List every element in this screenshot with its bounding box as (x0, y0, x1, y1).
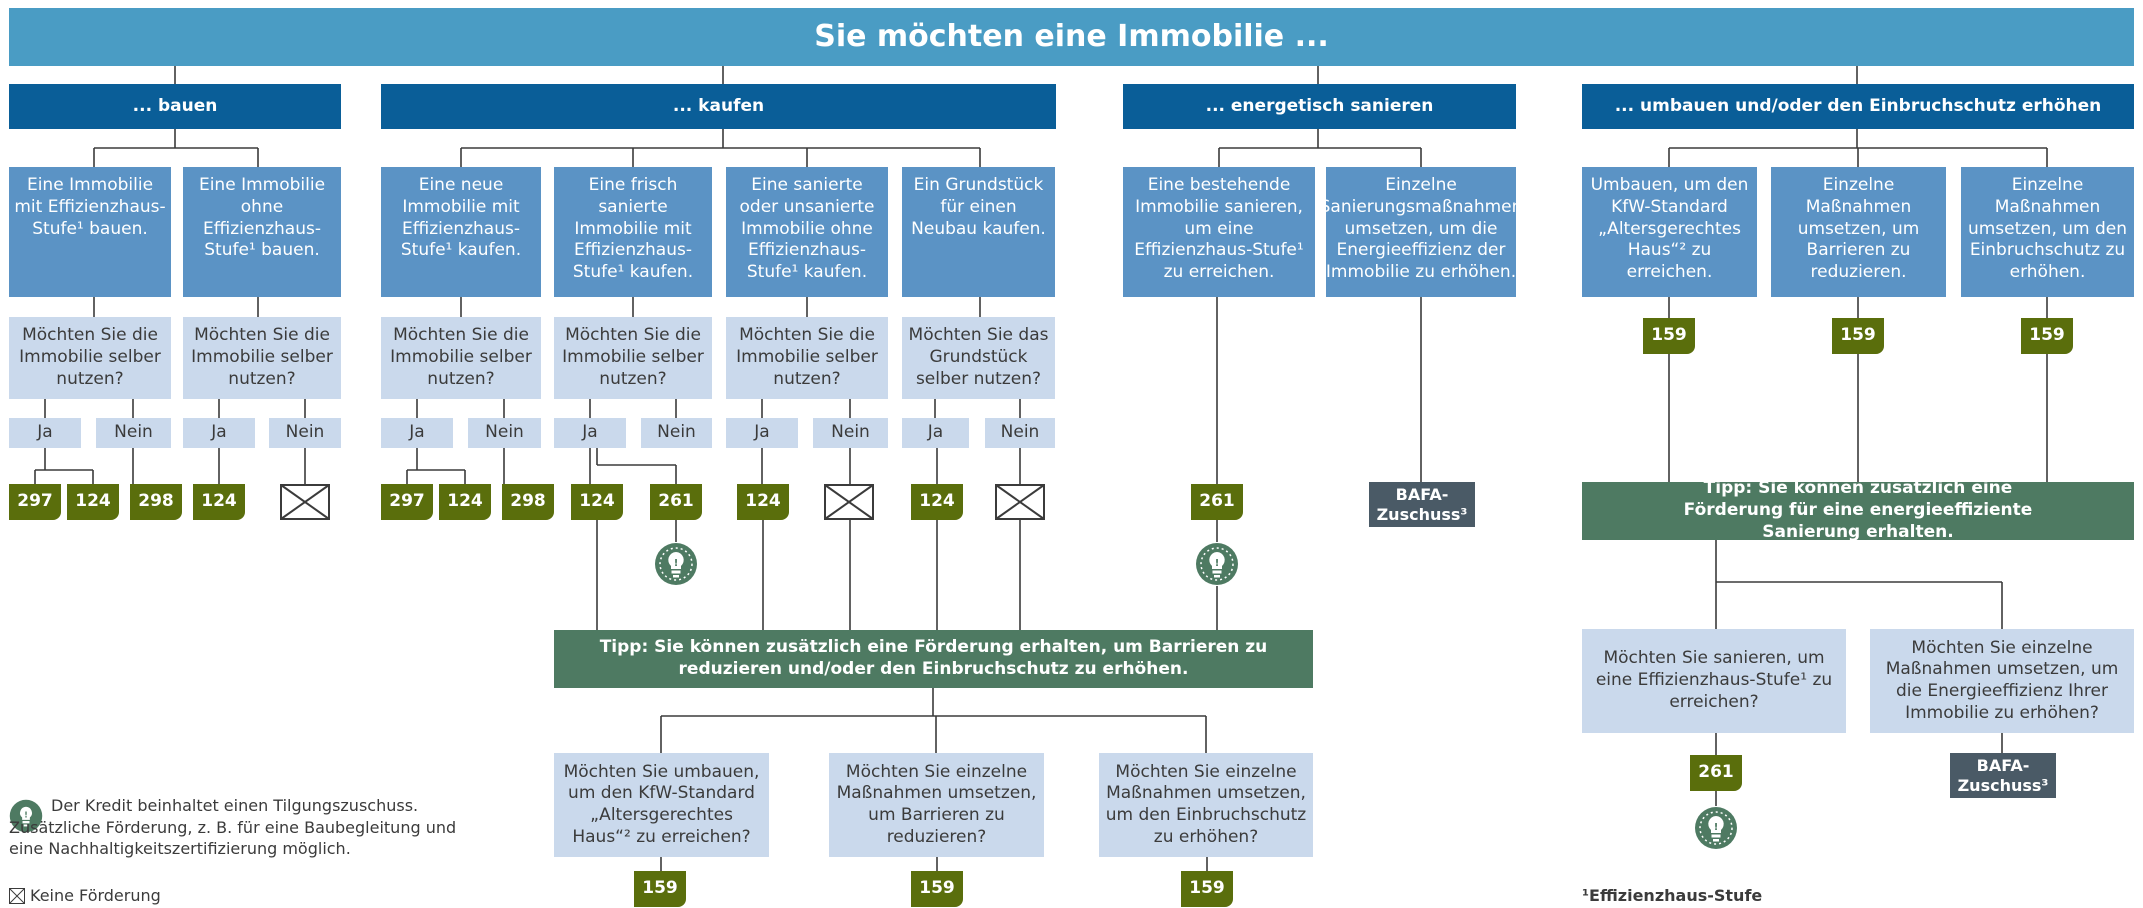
answer-ja-6: Ja (902, 418, 969, 448)
question-selber-nutzen-2: Möchten Sie die Immobilie selber nutzen? (183, 317, 341, 399)
category-umbauen: ... umbauen und/oder den Einbruchschutz … (1582, 84, 2134, 129)
option-kaufen-frisch-saniert: Eine frisch sanierte Immobilie mit Effiz… (554, 167, 712, 297)
program-badge-298: 298 (130, 484, 182, 520)
svg-text:!: ! (1215, 558, 1220, 569)
program-badge-297: 297 (381, 484, 433, 520)
no-funding-icon (280, 484, 330, 520)
answer-ja-5: Ja (726, 418, 798, 448)
tip-energieeffiziente-sanierung: Tipp: Sie können zusätzlich eine Förderu… (1582, 478, 2134, 542)
program-badge-261: 261 (1690, 755, 1742, 791)
svg-text:!: ! (674, 558, 679, 569)
answer-nein-3: Nein (468, 418, 541, 448)
svg-text:!: ! (1714, 822, 1719, 833)
program-badge-298: 298 (502, 484, 554, 520)
option-umbauen-altersgerecht: Umbauen, um den KfW-Standard „Altersgere… (1582, 167, 1757, 297)
program-badge-159: 159 (1832, 318, 1884, 354)
legend-keine-foerderung: Keine Förderung (30, 886, 161, 905)
answer-ja-1: Ja (9, 418, 81, 448)
program-badge-261: 261 (650, 484, 702, 520)
lightbulb-icon: ! (1195, 542, 1239, 586)
question-selber-nutzen-1: Möchten Sie die Immobilie selber nutzen? (9, 317, 171, 399)
tip-barrieren-einbruchschutz: Tipp: Sie können zusätzlich eine Förderu… (554, 630, 1313, 688)
answer-ja-4: Ja (554, 418, 626, 448)
program-badge-297: 297 (9, 484, 61, 520)
answer-nein-4: Nein (641, 418, 712, 448)
program-badge-159: 159 (634, 871, 686, 907)
question-selber-nutzen-5: Möchten Sie die Immobilie selber nutzen? (726, 317, 888, 399)
program-badge-124: 124 (193, 484, 245, 520)
legend-kredit-text: Der Kredit beinhaltet einen Tilgungszusc… (9, 796, 457, 859)
program-badge-159: 159 (1181, 871, 1233, 907)
option-kaufen-ohne-stufe: Eine sanierte oder unsanierte Immobilie … (726, 167, 888, 297)
lightbulb-icon: ! (654, 542, 698, 586)
category-bauen: ... bauen (9, 84, 341, 129)
lightbulb-icon: ! (9, 799, 43, 833)
answer-nein-1: Nein (96, 418, 171, 448)
question-grundstueck-nutzen: Möchten Sie das Grundstück selber nutzen… (902, 317, 1055, 399)
program-badge-159: 159 (911, 871, 963, 907)
option-bauen-ohne-stufe: Eine Immobilie ohne Effizienzhaus-Stufe¹… (183, 167, 341, 297)
answer-nein-6: Nein (985, 418, 1055, 448)
question-einzeln-effizienz: Möchten Sie einzelne Maßnahmen umsetzen,… (1870, 629, 2134, 733)
bafa-zuschuss-badge: BAFA-Zuschuss³ (1950, 753, 2056, 798)
option-bauen-mit-stufe: Eine Immobilie mit Effizienzhaus-Stufe¹ … (9, 167, 171, 297)
program-badge-124: 124 (67, 484, 119, 520)
option-grundstueck: Ein Grundstück für einen Neubau kaufen. (902, 167, 1055, 297)
answer-nein-5: Nein (813, 418, 888, 448)
category-kaufen: ... kaufen (381, 84, 1056, 129)
program-badge-124: 124 (571, 484, 623, 520)
page-title: Sie möchten eine Immobilie ... (9, 8, 2134, 66)
question-barrieren: Möchten Sie einzelne Maßnahmen umsetzen,… (829, 753, 1044, 857)
question-selber-nutzen-3: Möchten Sie die Immobilie selber nutzen? (381, 317, 541, 399)
answer-nein-2: Nein (269, 418, 341, 448)
option-sanieren-einzeln: Einzelne Sanierungsmaßnahmen umsetzen, u… (1320, 167, 1522, 297)
program-badge-159: 159 (2021, 318, 2073, 354)
question-selber-nutzen-4: Möchten Sie die Immobilie selber nutzen? (554, 317, 712, 399)
question-umbau-altersgerecht: Möchten Sie umbauen, um den KfW-Standard… (554, 753, 769, 857)
no-funding-icon (824, 484, 874, 520)
bafa-zuschuss-badge: BAFA-Zuschuss³ (1369, 482, 1475, 527)
program-badge-124: 124 (911, 484, 963, 520)
option-barrieren: Einzelne Maßnahmen umsetzen, um Barriere… (1771, 167, 1946, 297)
question-einbruchschutz: Möchten Sie einzelne Maßnahmen umsetzen,… (1099, 753, 1313, 857)
no-funding-icon (9, 888, 25, 904)
answer-ja-2: Ja (183, 418, 255, 448)
program-badge-124: 124 (439, 484, 491, 520)
option-einbruchschutz: Einzelne Maßnahmen umsetzen, um den Einb… (1961, 167, 2134, 297)
no-funding-icon (995, 484, 1045, 520)
category-sanieren: ... energetisch sanieren (1123, 84, 1516, 129)
footnote-effizienzhaus-stufe: ¹Effizienzhaus-Stufe (1582, 886, 1763, 905)
option-sanieren-stufe: Eine bestehende Immobilie sanieren, um e… (1123, 167, 1315, 297)
program-badge-124: 124 (737, 484, 789, 520)
lightbulb-icon: ! (1694, 806, 1738, 850)
svg-text:!: ! (24, 811, 28, 820)
question-sanieren-stufe: Möchten Sie sanieren, um eine Effizienzh… (1582, 629, 1846, 733)
program-badge-159: 159 (1643, 318, 1695, 354)
program-badge-261: 261 (1191, 484, 1243, 520)
answer-ja-3: Ja (381, 418, 453, 448)
option-kaufen-neu: Eine neue Immobilie mit Effizienzhaus-St… (381, 167, 541, 297)
